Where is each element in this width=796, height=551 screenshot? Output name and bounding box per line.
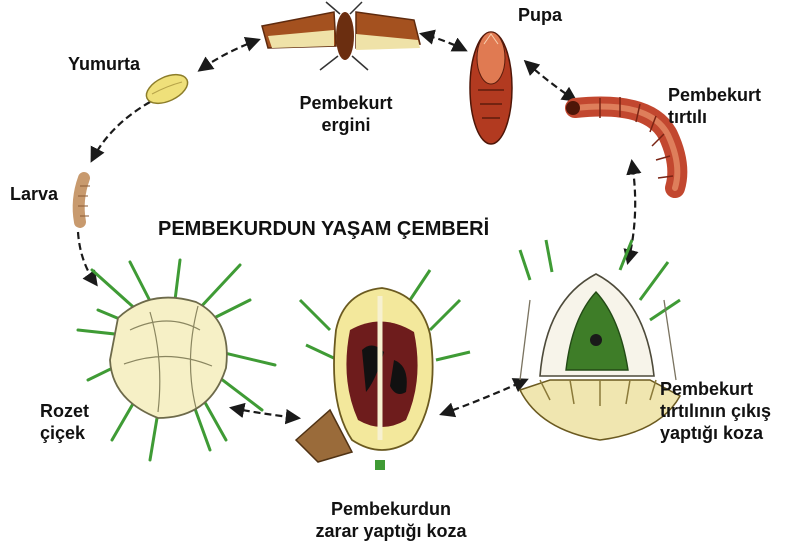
larva-illustration: [78, 178, 90, 222]
moth-illustration: [262, 2, 420, 70]
label-pupa: Pupa: [518, 4, 562, 26]
diagram-title: PEMBEKURDUN YAŞAM ÇEMBERİ: [158, 218, 489, 240]
label-adult-line-1: Pembekurt: [286, 92, 406, 114]
label-exit-boll-line-3: yaptığı koza: [660, 422, 771, 444]
pupa-illustration: [470, 32, 512, 144]
label-rosette-line-1: Rozet: [40, 400, 89, 422]
label-damaged-boll-line-1: Pembekurdun: [296, 498, 486, 520]
arrow-larva-to-flower: [78, 232, 96, 284]
arrow-flower-to-boll: [232, 408, 298, 418]
arrow-egg-to-larva: [92, 102, 150, 160]
arrow-caterpillar-to-pupa: [526, 62, 575, 100]
damaged-boll-illustration: [296, 270, 470, 470]
label-caterpillar: Pembekurt tırtılı: [668, 84, 761, 128]
label-exit-boll-line-2: tırtılının çıkış: [660, 400, 771, 422]
label-damaged-boll: Pembekurdun zarar yaptığı koza: [296, 498, 486, 542]
label-larva: Larva: [10, 183, 58, 205]
label-adult: Pembekurt ergini: [286, 92, 406, 136]
arrow-boll-to-exit: [442, 380, 526, 414]
caterpillar-illustration: [566, 97, 677, 188]
label-damaged-boll-line-2: zarar yaptığı koza: [296, 520, 486, 542]
exit-boll-illustration: [520, 240, 680, 440]
rosette-flower-illustration: [78, 260, 275, 460]
label-adult-line-2: ergini: [286, 114, 406, 136]
arrow-pupa-to-adult: [422, 34, 465, 50]
label-caterpillar-line-2: tırtılı: [668, 106, 761, 128]
label-egg: Yumurta: [68, 53, 140, 75]
label-exit-boll-line-1: Pembekurt: [660, 378, 771, 400]
arrow-adult-to-egg: [200, 40, 258, 70]
label-rosette-line-2: çiçek: [40, 422, 89, 444]
label-caterpillar-line-1: Pembekurt: [668, 84, 761, 106]
label-rosette-flower: Rozet çiçek: [40, 400, 89, 444]
label-exit-boll: Pembekurt tırtılının çıkış yaptığı koza: [660, 378, 771, 444]
